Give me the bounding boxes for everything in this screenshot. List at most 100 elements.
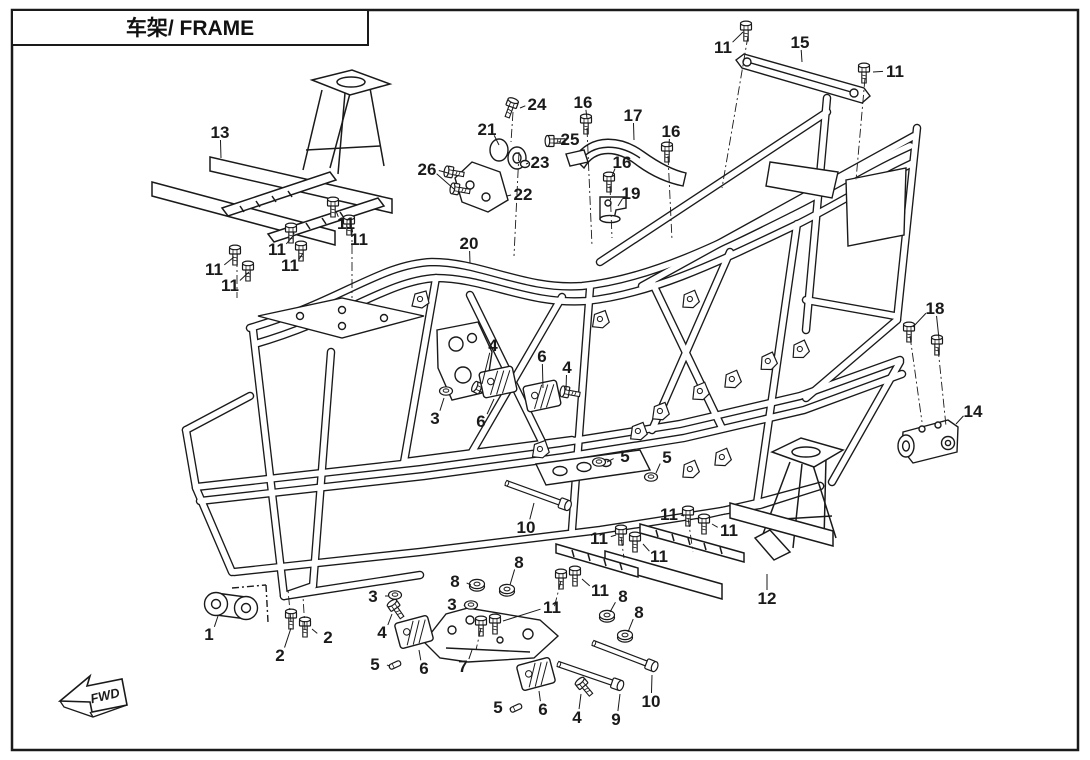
washer-icon xyxy=(591,457,607,467)
assembly-axis-line xyxy=(475,627,482,651)
fwd-arrow: FWD xyxy=(57,673,128,718)
callout-label: 16 xyxy=(613,153,632,172)
callout-5: 5 xyxy=(370,655,391,674)
callout-label: 8 xyxy=(450,572,459,591)
callout-6: 6 xyxy=(538,690,548,719)
page-title: 车架/ FRAME xyxy=(126,16,254,40)
callout-14: 14 xyxy=(955,402,983,425)
callout-label: 13 xyxy=(211,123,230,142)
callout-label: 7 xyxy=(458,657,467,676)
stand-right xyxy=(753,437,845,561)
callout-8: 8 xyxy=(450,572,472,591)
callout-leader xyxy=(239,271,250,281)
callout-leader xyxy=(463,604,466,607)
callout-label: 9 xyxy=(611,710,620,729)
callout-leader xyxy=(609,601,616,613)
callout-3: 3 xyxy=(447,595,466,614)
callout-label: 6 xyxy=(538,700,547,719)
callout-leader xyxy=(311,628,318,634)
callout-3: 3 xyxy=(368,587,389,606)
rear-panel xyxy=(845,167,907,247)
callout-11: 11 xyxy=(642,543,668,566)
weld-tab xyxy=(411,290,430,309)
callout-11: 11 xyxy=(350,227,368,249)
callout-23: 23 xyxy=(525,153,549,172)
assembly-axis-line xyxy=(510,111,514,143)
washer-icon xyxy=(643,472,659,482)
callout-2: 2 xyxy=(275,627,292,665)
callout-13: 13 xyxy=(211,123,230,159)
callout-11: 11 xyxy=(660,505,685,524)
callout-5: 5 xyxy=(655,448,672,474)
callout-leader xyxy=(219,139,222,159)
callout-11: 11 xyxy=(221,271,250,295)
callout-label: 19 xyxy=(622,184,641,203)
callout-leader xyxy=(642,543,650,552)
callout-6: 6 xyxy=(476,398,495,431)
callout-8: 8 xyxy=(627,603,644,633)
callout-label: 8 xyxy=(514,553,523,572)
callout-label: 26 xyxy=(418,160,437,179)
callout-leader xyxy=(509,569,516,586)
callout-label: 11 xyxy=(350,230,368,249)
frame-tubes xyxy=(181,93,922,601)
callout-label: 24 xyxy=(528,95,547,114)
callout-4: 4 xyxy=(562,358,572,391)
callout-leader xyxy=(486,398,495,415)
callout-8: 8 xyxy=(609,587,628,613)
nut-icon xyxy=(616,629,634,643)
callout-26: 26 xyxy=(418,160,455,190)
callout-leader xyxy=(466,582,472,586)
callout-8: 8 xyxy=(509,553,524,586)
part-15-brace-bar xyxy=(735,53,871,104)
assembly-axis-line xyxy=(287,589,292,623)
callout-leader xyxy=(912,312,927,328)
nut-icon xyxy=(598,609,616,623)
callout-label: 11 xyxy=(720,521,738,540)
callout-leader xyxy=(655,463,661,474)
callout-label: 15 xyxy=(791,33,810,52)
assembly-axis-line xyxy=(553,580,562,609)
callout-25: 25 xyxy=(558,130,580,149)
callout-11: 11 xyxy=(714,31,744,57)
callout-label: 11 xyxy=(886,62,904,81)
callout-10: 10 xyxy=(517,502,536,537)
callout-label: 25 xyxy=(561,130,580,149)
washer-icon xyxy=(387,590,403,600)
callout-label: 18 xyxy=(926,299,945,318)
callout-leader xyxy=(285,235,294,245)
callout-label: 2 xyxy=(323,628,332,647)
assembly-axis-line xyxy=(909,335,923,423)
callout-5: 5 xyxy=(493,698,512,717)
callout-12: 12 xyxy=(758,574,777,608)
callout-11: 11 xyxy=(872,62,904,81)
part-14-bracket xyxy=(897,419,959,464)
callout-leader xyxy=(617,198,623,207)
assembly-axis-line xyxy=(302,595,306,631)
callout-11: 11 xyxy=(281,252,304,275)
callout-label: 10 xyxy=(517,518,536,537)
callout-leader xyxy=(541,363,544,389)
callout-label: 8 xyxy=(634,603,643,622)
callout-leader xyxy=(732,31,744,43)
callout-label: 16 xyxy=(662,122,681,141)
callout-4: 4 xyxy=(572,693,582,727)
callout-leader xyxy=(800,49,803,63)
callout-leader xyxy=(418,649,422,661)
callout-label: 1 xyxy=(204,625,213,644)
callout-leader xyxy=(581,578,591,587)
callout-leader xyxy=(558,140,561,143)
callout-19: 19 xyxy=(617,184,641,207)
part-7-bracket xyxy=(423,607,560,663)
callout-leader xyxy=(525,162,529,165)
callout-leader xyxy=(509,707,512,710)
callout-label: 12 xyxy=(758,589,777,608)
callout-2: 2 xyxy=(311,628,333,647)
callout-label: 4 xyxy=(562,358,572,377)
callout-label: 4 xyxy=(488,336,498,355)
callout-label: 5 xyxy=(370,655,379,674)
callout-16: 16 xyxy=(611,153,632,177)
nut-icon xyxy=(498,583,516,597)
callout-label: 4 xyxy=(377,623,387,642)
callout-leader xyxy=(529,502,535,520)
